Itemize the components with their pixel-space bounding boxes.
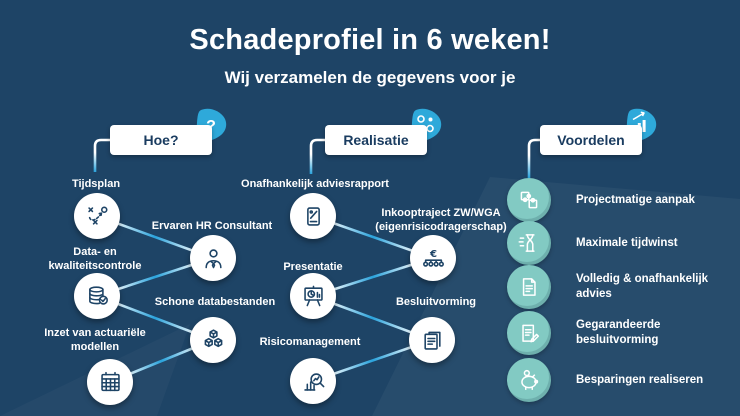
node-actuariele-modellen [87,359,133,405]
database-check-icon [88,285,108,305]
advice-document-icon [507,265,551,309]
actuarial-table-icon [100,371,120,391]
benefit-label: Maximale tijdwinst [576,236,678,249]
node-label-besluitvorming: Besluitvorming [395,296,477,308]
node-besluitvorming [409,317,455,363]
header-box-hoe: Hoe? [110,125,212,155]
benefit-row-maximale-tijdwinst: Maximale tijdwinst [507,221,740,265]
risk-analysis-icon [303,372,324,391]
header-realisatie: Realisatie [325,108,442,155]
node-tijdsplan [74,193,120,239]
header-label: Realisatie [343,132,409,148]
signed-document-icon [507,311,551,355]
node-datakwaliteit [74,273,120,319]
header-voordelen: Voordelen [540,108,657,155]
benefit-label: Gegarandeerde besluitvorming [576,319,661,346]
presentation-icon [303,285,323,306]
page-subtitle: Wij verzamelen de gegevens voor je [224,68,516,87]
node-risicomanagement [290,358,336,404]
node-label-inkooptraject: Inkooptraject ZW/WGA (eigenrisicodragers… [375,207,507,233]
header-label: Hoe? [143,132,179,148]
benefit-row-volledig-advies: Volledig & onafhankelijk advies [507,265,740,309]
page-title: Schadeprofiel in 6 weken! [189,24,551,56]
header-hoe: ? Hoe? [110,108,227,155]
benefit-label: Projectmatige aanpak [576,193,695,206]
node-inkooptraject: € [410,235,456,281]
decision-document-icon [423,331,441,350]
advice-report-icon [306,206,320,226]
benefit-label: Volledig & onafhankelijk advies [576,273,709,300]
hr-consultant-icon [204,248,222,268]
piggy-bank-icon [507,358,551,402]
node-hr-consultant [190,235,236,281]
node-label-hr-consultant: Ervaren HR Consultant [151,220,273,232]
header-box-realisatie: Realisatie [325,125,427,155]
benefit-row-besparingen: Besparingen realiseren [507,358,740,402]
header-box-voordelen: Voordelen [540,125,642,155]
node-label-actuariele-modellen: Inzet van actuariële modellen [44,327,146,353]
node-label-presentatie: Presentatie [283,261,343,273]
puzzle-icon [507,178,551,222]
header-label: Voordelen [557,132,625,148]
cubes-icon [204,328,222,347]
node-label-tijdsplan: Tijdsplan [71,178,121,190]
node-label-risicomanagement: Risicomanagement [259,336,361,348]
time-gain-icon [507,221,551,265]
benefit-row-projectmatige-aanpak: Projectmatige aanpak [507,178,740,222]
node-adviesrapport [290,193,336,239]
benefit-row-gegarandeerde-besluitvorming: Gegarandeerde besluitvorming [507,311,740,355]
node-presentatie [290,273,336,319]
node-label-datakwaliteit: Data- en kwaliteitscontrole [48,246,142,272]
procurement-icon: € [422,248,444,267]
node-databestanden [190,317,236,363]
strategy-icon [87,205,108,225]
svg-text:€: € [428,248,436,259]
node-label-databestanden: Schone databestanden [154,296,276,308]
benefit-label: Besparingen realiseren [576,373,704,386]
node-label-adviesrapport: Onafhankelijk adviesrapport [241,178,389,190]
